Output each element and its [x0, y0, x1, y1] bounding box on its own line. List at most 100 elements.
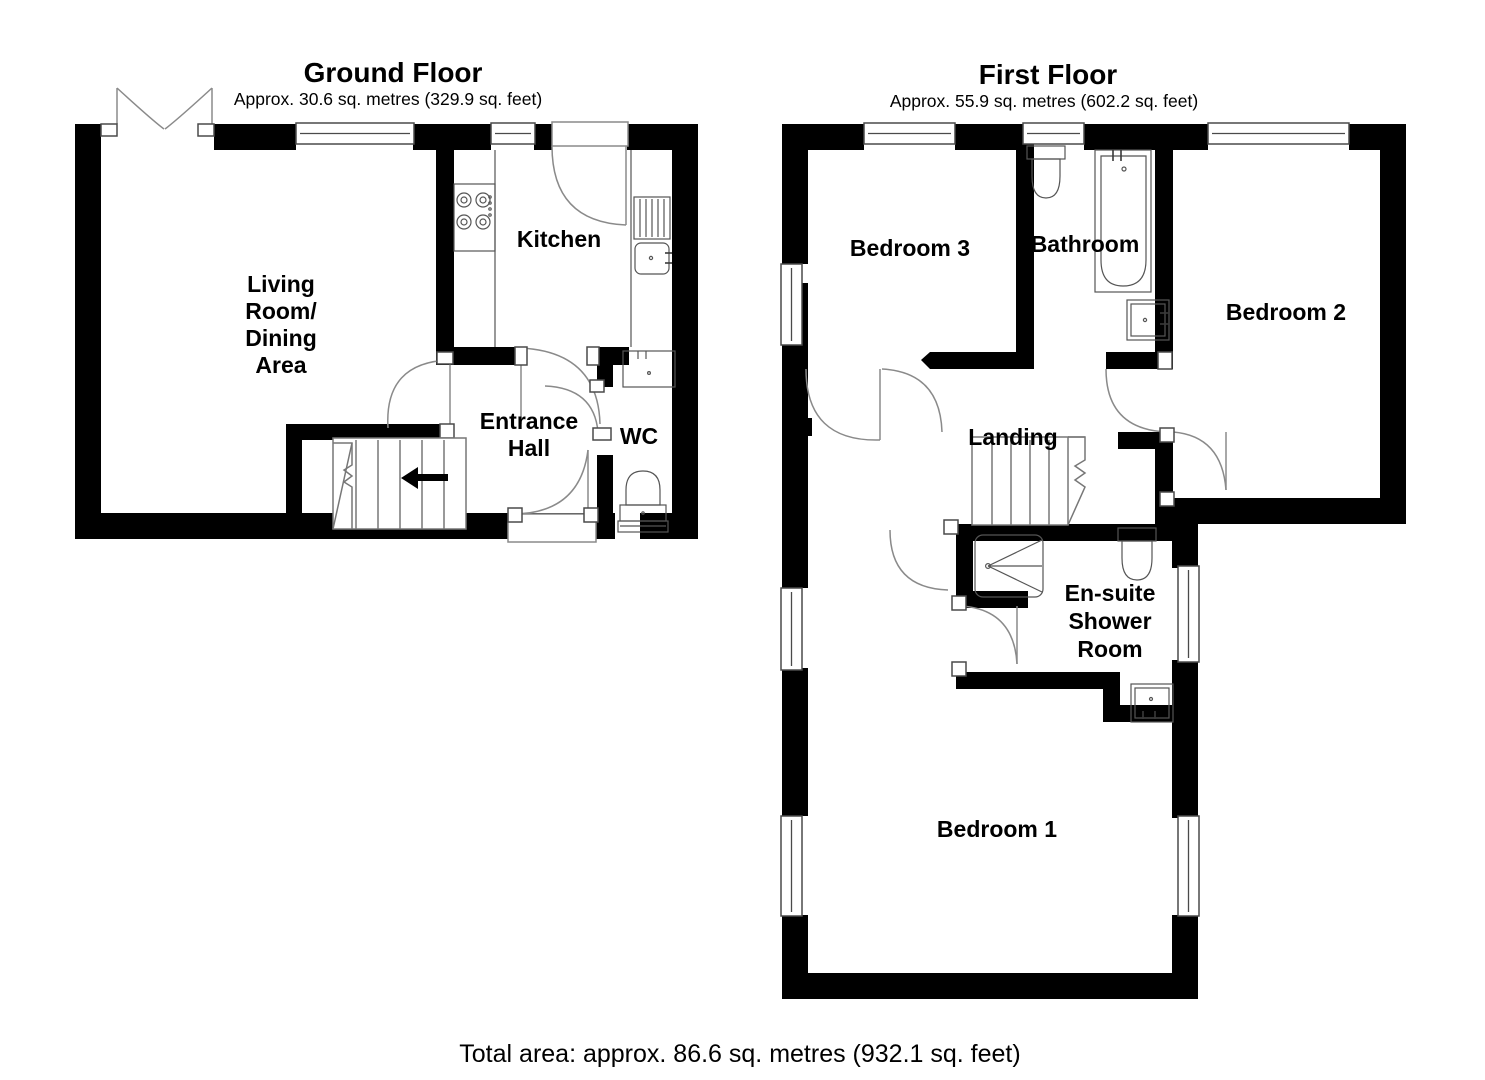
- room-label-bedroom-1: Bedroom 1: [937, 816, 1057, 842]
- svg-text:Hall: Hall: [508, 435, 550, 461]
- first-floor-plan: Bedroom 3 Bathroom Bedroom 2 Landing En-…: [780, 122, 1406, 999]
- wall-ff-left-c: [782, 668, 808, 816]
- wall-ff-top-a: [782, 124, 864, 150]
- door-bathroom: [1105, 351, 1173, 433]
- back-door-kitchen: [551, 121, 629, 226]
- window-bedroom2-top: [1207, 122, 1350, 145]
- door-ensuite: [951, 595, 1018, 677]
- door-bedroom1: [889, 519, 959, 591]
- shower-tray-icon: [974, 534, 1044, 598]
- wall-bedroom1-top-b: [1103, 705, 1198, 722]
- room-label-kitchen: Kitchen: [517, 226, 601, 252]
- wall-top-seg-c: [534, 124, 552, 150]
- door-kitchen-to-hall: [514, 346, 601, 425]
- wall-ff-right-b1-b: [1172, 660, 1198, 818]
- wall-bathroom-bottom: [1106, 352, 1173, 369]
- wall-shower-left: [956, 524, 973, 602]
- wall-stair-top: [286, 424, 452, 440]
- first-floor-windows: [780, 122, 1350, 917]
- french-doors-living-room: [100, 87, 215, 137]
- ground-floor-room-labels: Living Room/ Dining Area Kitchen Entranc…: [245, 226, 658, 461]
- window-ensuite-right: [1177, 565, 1200, 663]
- window-bathroom-top: [1022, 122, 1085, 145]
- wall-right-exterior: [672, 124, 698, 539]
- door-bedroom2: [1159, 427, 1227, 507]
- wall-ff-top-b: [955, 124, 1023, 150]
- front-door: [507, 449, 599, 543]
- wall-bedroom2-bottom: [1172, 498, 1406, 524]
- wall-ensuite-top: [956, 524, 1173, 541]
- stair-direction-arrow: [401, 467, 448, 489]
- svg-text:Shower: Shower: [1068, 608, 1151, 634]
- wall-top-seg-d: [627, 124, 698, 150]
- wall-wc-lower: [597, 455, 613, 515]
- wall-bedroom3-bottom: [930, 352, 1034, 369]
- svg-text:Area: Area: [255, 352, 306, 378]
- wall-ff-right-upper: [1380, 124, 1406, 524]
- wall-stair-left: [286, 424, 302, 529]
- room-label-living-room: Living Room/ Dining Area: [245, 271, 317, 378]
- wc-toilet-icon: [617, 470, 669, 533]
- room-label-entrance-hall: Entrance Hall: [480, 408, 578, 461]
- wall-bedroom1-top-step: [1103, 672, 1120, 705]
- wall-kitchen-left: [436, 124, 454, 356]
- ground-floor-title: Ground Floor: [304, 57, 483, 88]
- ground-floor-doors: [100, 87, 629, 543]
- svg-text:En-suite: En-suite: [1065, 580, 1156, 606]
- bathroom-basin-icon: [1126, 299, 1170, 341]
- staircase-first-floor: [971, 436, 1087, 526]
- svg-text:Room/: Room/: [245, 298, 317, 324]
- room-label-wc: WC: [620, 423, 658, 449]
- wall-bedroom1-top-a: [956, 672, 1120, 689]
- first-floor-subtitle: Approx. 55.9 sq. metres (602.2 sq. feet): [890, 91, 1198, 111]
- window-bedroom1-left-upper: [780, 587, 803, 671]
- window-bedroom3-top: [863, 122, 956, 145]
- wall-nib-bedroom3: [921, 352, 947, 369]
- window-kitchen: [490, 122, 536, 145]
- ensuite-fixtures: [974, 527, 1174, 723]
- room-label-landing: Landing: [968, 424, 1057, 450]
- first-floor-doors: [800, 351, 1227, 677]
- kitchen-sink-icon: [634, 242, 672, 275]
- ground-floor-windows: [295, 122, 536, 145]
- window-bedroom1-right: [1177, 815, 1200, 917]
- draining-board-icon: [633, 196, 671, 240]
- wall-ff-top-c: [1084, 124, 1208, 150]
- wall-kitchen-bottom-left: [436, 347, 521, 365]
- door-bedroom3: [800, 368, 881, 441]
- door-wc: [544, 379, 612, 441]
- wc-basin-icon: [622, 350, 676, 388]
- kitchen-fixtures: [453, 150, 672, 347]
- wall-ff-right-b1-a: [1172, 524, 1198, 568]
- ensuite-toilet-icon: [1117, 527, 1157, 581]
- door-living-room-to-hall: [387, 351, 455, 439]
- staircase-ground: [332, 437, 467, 530]
- ground-floor-subtitle: Approx. 30.6 sq. metres (329.9 sq. feet): [234, 89, 542, 109]
- wall-top-corner-left: [75, 124, 101, 150]
- svg-text:Entrance: Entrance: [480, 408, 578, 434]
- window-bedroom3-left: [780, 263, 803, 346]
- bathroom-fixtures: [1026, 145, 1170, 341]
- total-area-label: Total area: approx. 86.6 sq. metres (932…: [459, 1040, 1020, 1068]
- wall-shower-bottom: [956, 591, 1028, 608]
- svg-text:Living: Living: [247, 271, 315, 297]
- wall-ff-bottom: [782, 973, 1198, 999]
- bathroom-toilet-icon: [1026, 145, 1066, 199]
- svg-text:Dining: Dining: [245, 325, 317, 351]
- wall-top-seg-a: [214, 124, 296, 150]
- hob-icon: [453, 183, 496, 252]
- room-label-bedroom-2: Bedroom 2: [1226, 299, 1346, 325]
- bathtub-icon: [1094, 149, 1152, 293]
- ground-floor-heading: Ground Floor Approx. 30.6 sq. metres (32…: [234, 57, 542, 109]
- ground-floor-plan: Living Room/ Dining Area Kitchen Entranc…: [75, 87, 698, 543]
- ensuite-basin-icon: [1130, 683, 1174, 723]
- window-living-room: [295, 122, 415, 145]
- wall-wc-upper: [597, 347, 613, 387]
- room-label-ensuite: En-suite Shower Room: [1065, 580, 1156, 662]
- first-floor-room-labels: Bedroom 3 Bathroom Bedroom 2 Landing En-…: [850, 231, 1346, 842]
- wc-fixtures: [617, 350, 676, 533]
- first-floor-heading: First Floor Approx. 55.9 sq. metres (602…: [890, 59, 1198, 111]
- wall-bedroom3-right: [1016, 124, 1034, 367]
